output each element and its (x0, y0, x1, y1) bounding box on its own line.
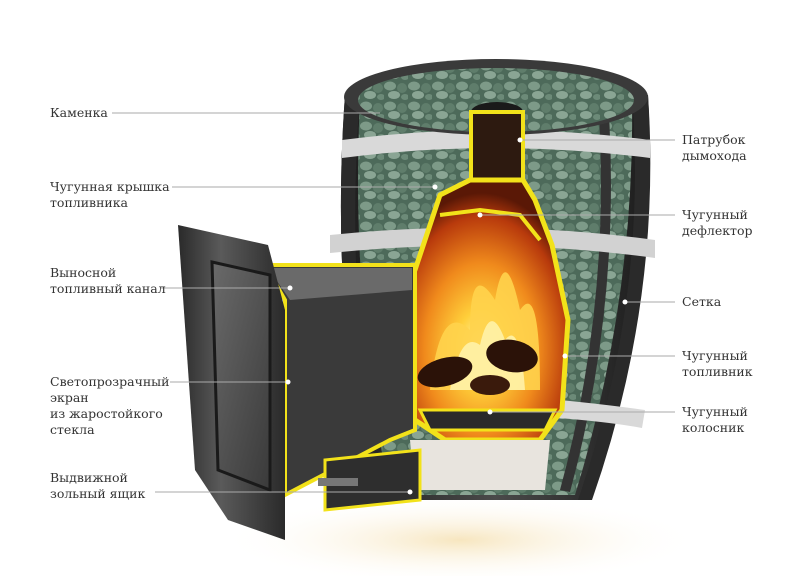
label-line: дымохода (682, 148, 747, 163)
barrel-band (558, 400, 645, 428)
leader-dot (407, 489, 413, 495)
label-line: топливник (682, 364, 753, 379)
label-line: Чугунная крышка (50, 179, 170, 194)
ash-drawer (323, 448, 422, 512)
label-line: Выдвижной (50, 470, 128, 485)
log (486, 339, 538, 373)
barrel-stave (340, 95, 382, 500)
label-line: Каменка (50, 105, 108, 120)
ash-drawer-handle (318, 478, 358, 486)
label-deflector: Чугунный дефлектор (682, 207, 752, 239)
leader-dot (487, 409, 493, 415)
leader-dot (622, 299, 628, 305)
ash-chamber (410, 440, 550, 490)
leader-dot (517, 137, 523, 143)
label-line: экран (50, 390, 89, 405)
label-line: Чугунный (682, 207, 748, 222)
deflector (439, 207, 542, 242)
floor-glow (220, 495, 700, 576)
label-line: топливный канал (50, 281, 166, 296)
glass-screen (210, 260, 272, 493)
label-line: Патрубок (682, 132, 746, 147)
leader-dot (287, 285, 293, 291)
leader-dot (562, 353, 568, 359)
log (470, 375, 510, 395)
label-mesh: Сетка (682, 294, 721, 310)
label-line: топливника (50, 195, 129, 210)
label-channel: Выносной топливный канал (50, 265, 166, 297)
label-line: Выносной (50, 265, 117, 280)
fuel-channel-top (268, 268, 412, 300)
label-firebox: Чугунный топливник (682, 348, 753, 380)
fuel-channel (261, 263, 417, 499)
top-stones (358, 68, 634, 132)
leader-dot (477, 212, 483, 218)
label-screen: Светопрозрачный экран из жаростойкого ст… (50, 374, 169, 438)
label-line: из жаростойкого (50, 406, 163, 421)
label-grate: Чугунный колосник (682, 404, 748, 436)
label-ashbox: Выдвижной зольный ящик (50, 470, 145, 502)
label-lid: Чугунная крышка топливника (50, 179, 170, 211)
label-line: Чугунный (682, 404, 748, 419)
label-line: колосник (682, 420, 745, 435)
label-line: Сетка (682, 294, 722, 309)
log (417, 356, 473, 388)
leader-dot (285, 379, 291, 385)
label-line: Чугунный (682, 348, 748, 363)
label-line: Светопрозрачный (50, 374, 170, 389)
label-chimney: Патрубок дымохода (682, 132, 747, 164)
label-line: зольный ящик (50, 486, 146, 501)
label-line: стекла (50, 422, 95, 437)
leader-dot (432, 184, 438, 190)
label-line: дефлектор (682, 223, 753, 238)
label-kamenka: Каменка (50, 105, 108, 121)
grate (417, 408, 558, 432)
